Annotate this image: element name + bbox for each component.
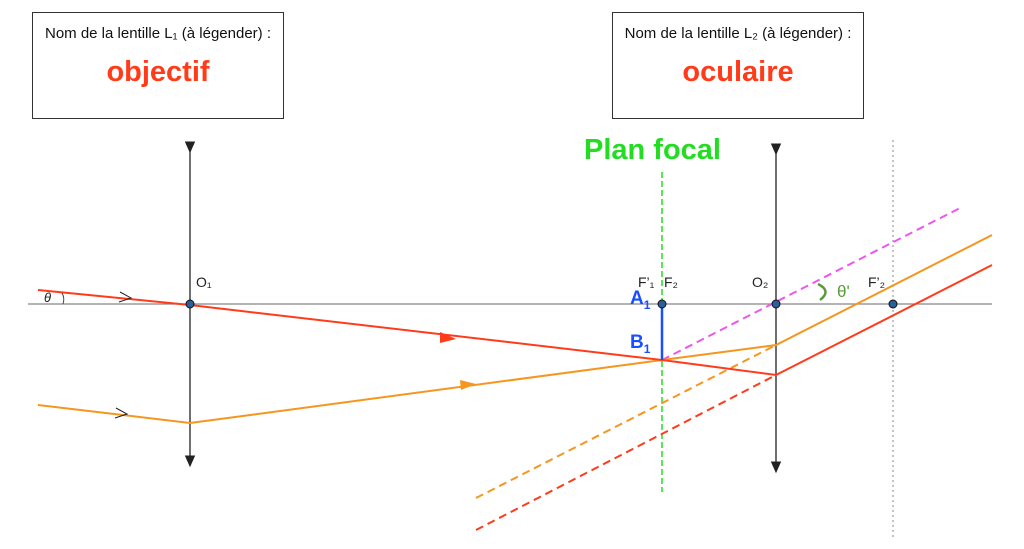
ray-orange-chevron bbox=[114, 407, 129, 419]
label-a1-letter: A bbox=[630, 288, 644, 309]
lens1-box: Nom de la lentille L₁ (à légender) : obj… bbox=[32, 12, 284, 119]
label-f1p: F’₁ bbox=[638, 274, 655, 290]
ray-red-chevron bbox=[118, 291, 133, 303]
lens2-box: Nom de la lentille L₂ (à légender) : ocu… bbox=[612, 12, 864, 119]
lens1-question: Nom de la lentille L₁ (à légender) : bbox=[44, 25, 271, 42]
theta-arc bbox=[61, 292, 65, 305]
point-o2 bbox=[771, 299, 781, 309]
label-a1: A1 bbox=[630, 288, 650, 312]
theta-prime-arc bbox=[817, 282, 827, 301]
label-o2: O₂ bbox=[752, 274, 769, 290]
point-o1 bbox=[185, 299, 195, 309]
lens1-answer: objectif bbox=[106, 56, 210, 88]
ray-red-arrow bbox=[440, 332, 456, 343]
ray-orange-arrow bbox=[460, 380, 476, 390]
virtual-ray-magenta bbox=[661, 206, 963, 361]
label-theta: θ bbox=[44, 290, 52, 305]
point-f2p bbox=[888, 299, 898, 309]
label-f2: F₂ bbox=[664, 274, 678, 290]
label-theta-prime: θ' bbox=[837, 282, 850, 301]
label-o1: O₁ bbox=[196, 274, 212, 290]
point-a1 bbox=[657, 299, 667, 309]
label-b1-letter: B bbox=[630, 332, 644, 353]
label-a1-sub: 1 bbox=[643, 297, 651, 312]
label-f2p: F’₂ bbox=[868, 274, 886, 290]
label-b1-sub: 1 bbox=[643, 341, 651, 356]
lens2-answer: oculaire bbox=[682, 56, 794, 88]
focal-plane-label: Plan focal bbox=[584, 134, 721, 166]
virtual-ray-red bbox=[475, 374, 777, 531]
lens2-question: Nom de la lentille L₂ (à légender) : bbox=[624, 25, 852, 42]
virtual-ray-orange bbox=[475, 344, 777, 499]
ray-orange bbox=[37, 234, 993, 425]
label-b1: B1 bbox=[630, 332, 650, 356]
